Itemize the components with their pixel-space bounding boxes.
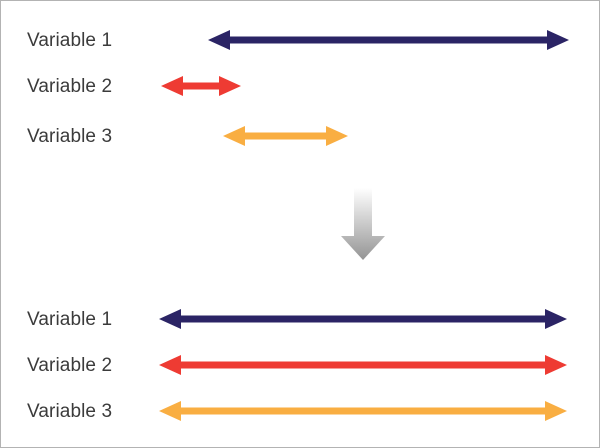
bottom-arrow-2 — [159, 401, 567, 421]
top-row-2-label: Variable 3 — [27, 126, 113, 147]
top-arrow-1 — [161, 76, 241, 96]
top-arrow-2 — [223, 126, 348, 146]
bottom-row-1-label: Variable 2 — [27, 355, 113, 376]
bottom-row-2-label: Variable 3 — [27, 401, 113, 422]
downward-transform-arrow — [341, 188, 385, 260]
top-row-0-label: Variable 1 — [27, 30, 113, 51]
top-arrow-0 — [208, 30, 569, 50]
top-row-1-label: Variable 2 — [27, 76, 113, 97]
bottom-row-0-label: Variable 1 — [27, 309, 113, 330]
flow-arrow-shape — [341, 188, 385, 260]
bottom-arrow-0 — [159, 309, 567, 329]
bottom-arrow-1 — [159, 355, 567, 375]
